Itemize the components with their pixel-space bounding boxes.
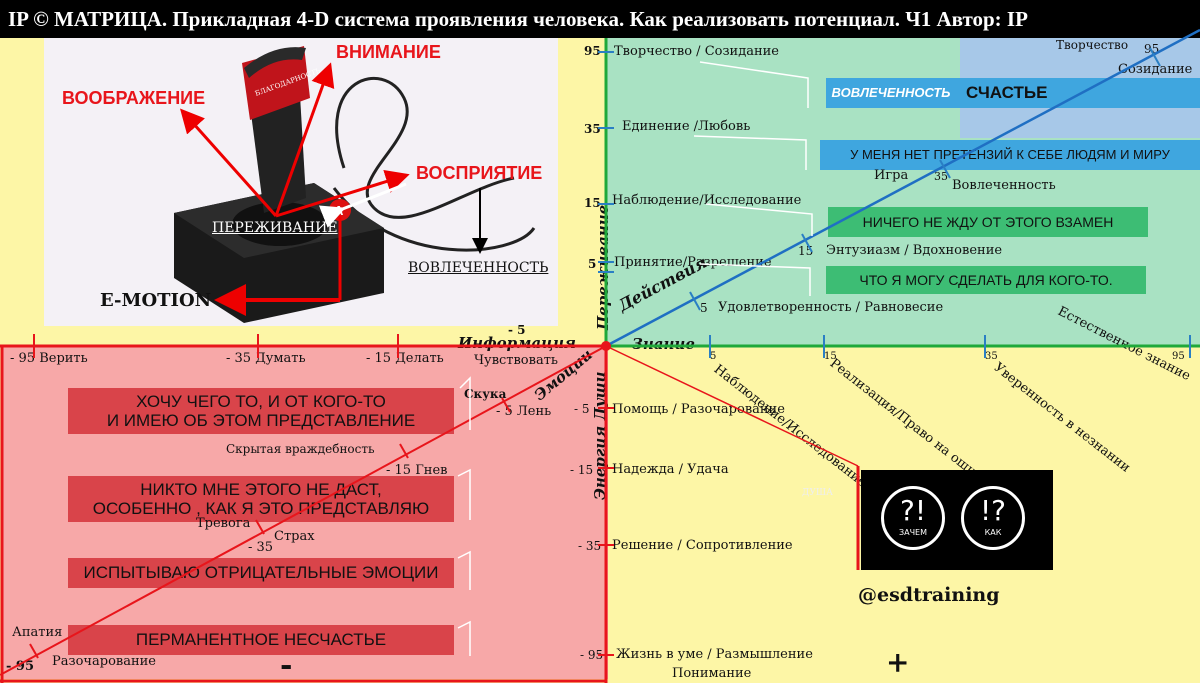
diag-blue-line bbox=[606, 30, 1200, 346]
origin-dot bbox=[601, 341, 611, 351]
diag-red-line bbox=[0, 346, 606, 675]
